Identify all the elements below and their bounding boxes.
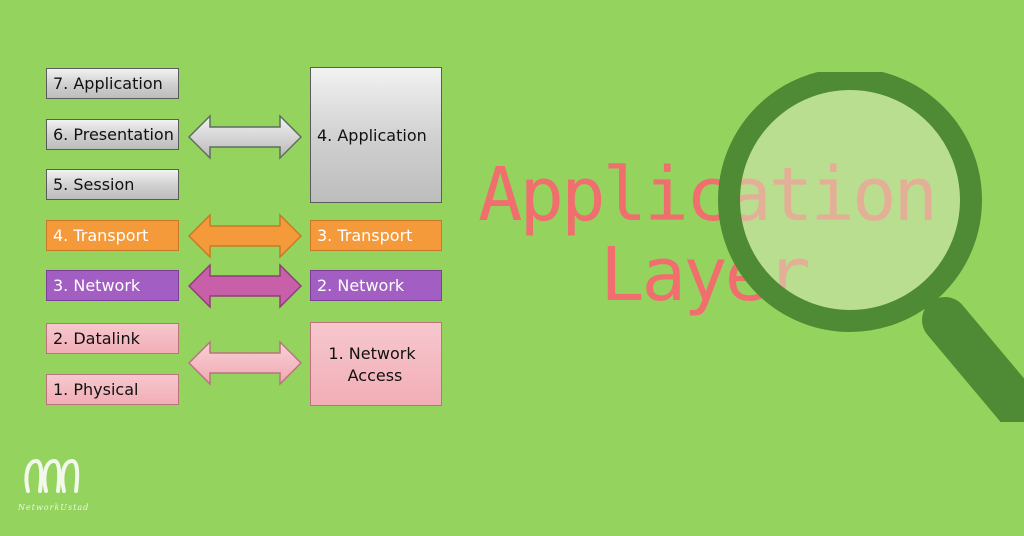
tcpip-layer-label: 3. Transport <box>317 226 413 245</box>
osi-layer-label: 4. Transport <box>53 226 149 245</box>
osi-layer-network: 3. Network <box>46 270 179 301</box>
tcpip-layer-label: 4. Application <box>317 125 427 145</box>
tcpip-layer-application: 4. Application <box>310 67 442 203</box>
tcpip-layer-network: 2. Network <box>310 270 442 301</box>
osi-layer-application: 7. Application <box>46 68 179 99</box>
tcpip-layer-label: Access <box>347 365 403 385</box>
osi-layer-label: 1. Physical <box>53 380 139 399</box>
osi-layer-physical: 1. Physical <box>46 374 179 405</box>
osi-layer-label: 5. Session <box>53 175 135 194</box>
osi-layer-presentation: 6. Presentation <box>46 119 179 150</box>
osi-layer-label: 2. Datalink <box>53 329 140 348</box>
magnifier-icon <box>718 72 1024 422</box>
mapping-arrow-access <box>188 340 302 386</box>
tcpip-layer-label: 2. Network <box>317 276 405 295</box>
osi-layer-session: 5. Session <box>46 169 179 200</box>
mapping-arrow-network <box>188 263 302 309</box>
mapping-arrow-transport <box>188 213 302 259</box>
tcpip-layer-label: 1. Network <box>328 343 416 363</box>
tcpip-layer-network-access: 1. Network Access <box>310 322 442 406</box>
logo-text: NetworkUstad <box>18 503 90 512</box>
osi-layer-label: 3. Network <box>53 276 141 295</box>
mapping-arrow-upper <box>188 114 302 160</box>
networkustad-logo-icon <box>24 458 80 493</box>
tcpip-layer-transport: 3. Transport <box>310 220 442 251</box>
osi-layer-transport: 4. Transport <box>46 220 179 251</box>
osi-layer-label: 6. Presentation <box>53 125 174 144</box>
osi-layer-datalink: 2. Datalink <box>46 323 179 354</box>
osi-layer-label: 7. Application <box>53 74 163 93</box>
